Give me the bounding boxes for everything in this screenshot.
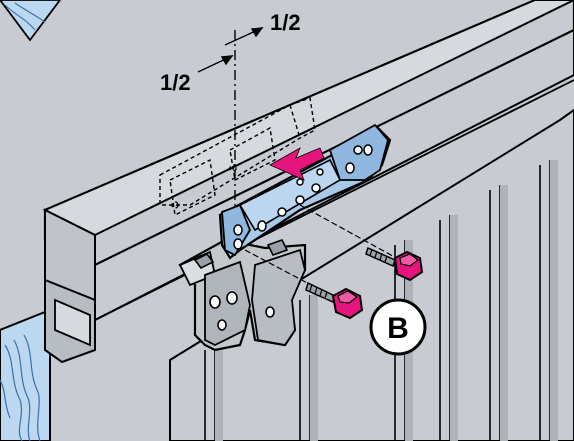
hex-head-screw-upper: [365, 246, 424, 282]
callout-b: B: [369, 298, 427, 356]
centerline: [197, 27, 264, 230]
ghost-bracket-outline: [159, 97, 316, 217]
screw-guide-lines: [244, 204, 401, 296]
hanger-bracket: [178, 238, 307, 352]
dimension-half-left: 1/2: [160, 70, 191, 95]
hex-head-screw-lower: [305, 281, 364, 320]
callout-b-letter: B: [387, 312, 409, 345]
wood-jamb: [0, 0, 62, 441]
ribbed-door-panel: [140, 108, 574, 441]
mounting-bracket: [218, 123, 392, 260]
push-direction-arrow: [269, 147, 325, 181]
dimension-half-top: 1/2: [270, 10, 301, 35]
